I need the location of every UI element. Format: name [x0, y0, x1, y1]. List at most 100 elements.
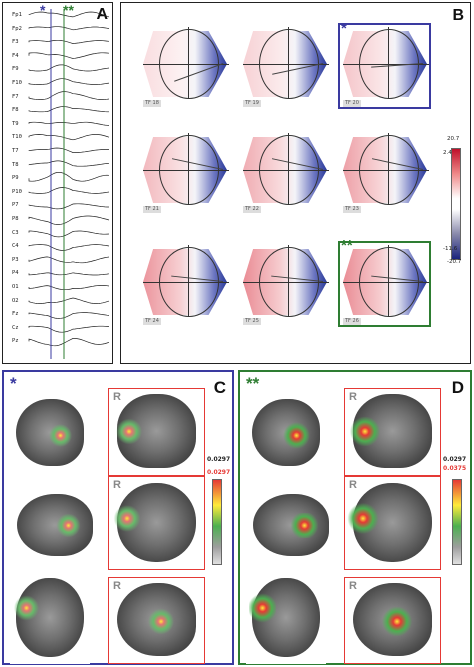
vertical-axis [388, 133, 389, 205]
horizontal-axis [143, 170, 229, 171]
eeg-trace-f9 [28, 64, 110, 72]
horizontal-axis [143, 64, 229, 65]
channel-label-fp2: Fp2 [12, 25, 22, 32]
tf-label: TF 26 [343, 318, 361, 325]
source-activation [53, 513, 84, 538]
tf-label: TF 19 [243, 100, 261, 107]
channel-label-fz: Fz [12, 311, 19, 318]
panel-label-b: B [452, 7, 464, 24]
channel-label-o1: O1 [12, 284, 19, 290]
channel-label-pz: Pz [12, 338, 19, 345]
eeg-trace-fp2 [28, 26, 110, 31]
blue-star-marker-c: * [10, 374, 17, 393]
eeg-trace-fz [28, 312, 110, 319]
channel-label-p10: P10 [12, 188, 22, 195]
topomap-9: TF 26 [343, 245, 431, 325]
channel-label-fp1: Fp1 [12, 12, 22, 18]
channel-label-p8: P8 [12, 216, 19, 222]
eeg-trace-pz [28, 338, 110, 347]
eeg-trace-t9 [28, 121, 110, 126]
sagittal-slice-2 [246, 490, 336, 562]
channel-label-f4: F4 [12, 52, 19, 59]
eeg-trace-p4 [28, 272, 110, 276]
topomap-3: TF 20 [343, 27, 431, 107]
vertical-axis [188, 133, 189, 205]
axial-slice-1: R [108, 476, 205, 570]
eeg-trace-t10 [28, 134, 110, 141]
eeg-trace-f8 [28, 106, 109, 113]
right-hemisphere-label: R [349, 580, 357, 592]
channel-label-t7: T7 [12, 148, 19, 154]
colorbar-bottom: -20.7 [447, 259, 462, 265]
colorbar-upper: 2.4 [443, 150, 452, 156]
source-activation [348, 416, 382, 446]
right-hemisphere-label: R [113, 391, 121, 403]
eeg-traces [28, 9, 110, 359]
right-hemisphere-label: R [349, 479, 357, 491]
channel-label-o2: O2 [12, 297, 19, 304]
right-hemisphere-label: R [113, 580, 121, 592]
channel-label-f7: F7 [12, 93, 19, 100]
scale-max-d: 0.0297 [443, 456, 467, 463]
eeg-trace-cz [28, 325, 110, 333]
channel-label-f10: F10 [12, 80, 22, 86]
scale-threshold-c: 0.0297 [207, 469, 231, 476]
source-activation [145, 606, 178, 636]
topomap-5: TF 22 [243, 133, 331, 213]
sagittal-slice-1 [246, 394, 326, 472]
axial-slice-2 [246, 572, 326, 664]
blue-star-marker-b: * [341, 20, 347, 37]
channel-label-p7: P7 [12, 202, 19, 209]
vertical-axis [388, 245, 389, 317]
eeg-trace-p3 [28, 256, 110, 264]
source-activation [282, 422, 310, 449]
eeg-trace-t8 [28, 160, 110, 167]
sagittal-slice-1 [10, 394, 90, 472]
eeg-trace-f3 [28, 39, 110, 44]
eeg-trace-t7 [28, 147, 110, 153]
tf-label: TF 23 [343, 206, 361, 213]
highlight-box-green [338, 241, 431, 327]
channel-label-f9: F9 [12, 66, 19, 73]
coronal-slice: R [108, 388, 205, 476]
tf-label: TF 21 [143, 206, 161, 213]
source-activation [249, 592, 277, 624]
source-activation [46, 422, 74, 449]
tf-label: TF 25 [243, 318, 261, 325]
tf-label: TF 24 [143, 318, 161, 325]
vertical-axis [188, 245, 189, 317]
horizontal-axis [243, 64, 329, 65]
source-scale-bar-c [212, 479, 222, 565]
source-activation [112, 416, 146, 446]
topomap-8: TF 25 [243, 245, 331, 325]
colorbar-top: 20.7 [447, 136, 460, 142]
sagittal-slice-2 [10, 490, 100, 562]
horizontal-axis [343, 170, 429, 171]
sagittal-slice-3: R [108, 577, 205, 664]
eeg-trace-c4 [28, 244, 110, 251]
eeg-trace-o1 [28, 285, 110, 291]
eeg-trace-o2 [28, 297, 110, 304]
voltage-colorbar [451, 148, 461, 260]
source-activation [13, 592, 41, 624]
topomap-2: TF 19 [243, 27, 331, 107]
source-activation [110, 502, 144, 535]
channel-label-p3: P3 [12, 256, 19, 263]
horizontal-axis [243, 170, 329, 171]
axial-slice-1: R [344, 476, 441, 570]
scale-threshold-d: 0.0375 [443, 465, 467, 472]
panel-label-d: D [451, 378, 464, 397]
channel-label-c3: C3 [12, 229, 19, 236]
sagittal-slice-3: R [344, 577, 441, 664]
panel-label-c: C [213, 378, 226, 397]
source-activation [289, 513, 320, 538]
horizontal-axis [143, 282, 229, 283]
axial-slice-2 [10, 572, 90, 664]
panel-b: B TF 18 TF 19 TF 20 TF 21 TF 22 TF 23 TF 24 TF … [120, 2, 471, 364]
blue-star-marker: * [40, 2, 46, 18]
eeg-trace-c3 [28, 230, 110, 238]
topomap-1: TF 18 [143, 27, 231, 107]
source-activation [346, 502, 380, 535]
